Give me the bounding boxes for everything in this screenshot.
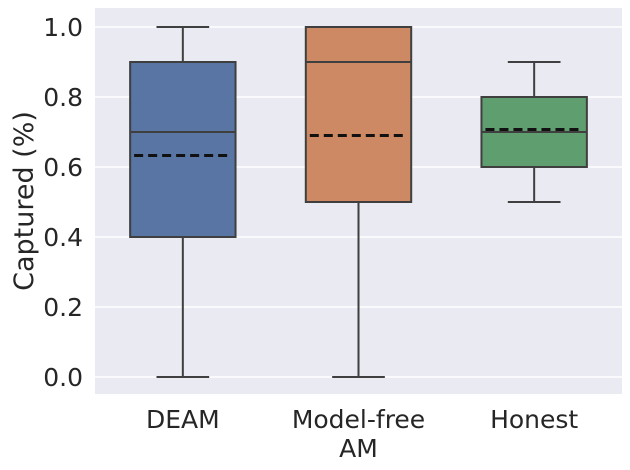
box-iqr [129,61,237,238]
y-tick-label: 0.4 [43,223,83,252]
y-tick-label: 0.8 [43,83,83,112]
boxes [129,26,588,378]
y-tick-labels: 0.0 0.2 0.4 0.6 0.8 1.0 [43,13,83,392]
y-tick-label: 0.2 [43,293,83,322]
x-tick-label: Honest [490,405,578,434]
box-iqr [304,26,413,203]
y-axis-label: Captured (%) [9,111,40,291]
x-tick-label: AM [339,434,378,463]
y-tick-label: 0.6 [43,153,83,182]
box-group [304,26,413,378]
y-tick-label: 1.0 [43,13,83,42]
x-tick-label: DEAM [146,405,220,434]
x-tick-label: Model-free [292,405,425,434]
box-group [480,61,588,203]
box-group [129,26,237,378]
y-tick-label: 0.0 [43,363,83,392]
